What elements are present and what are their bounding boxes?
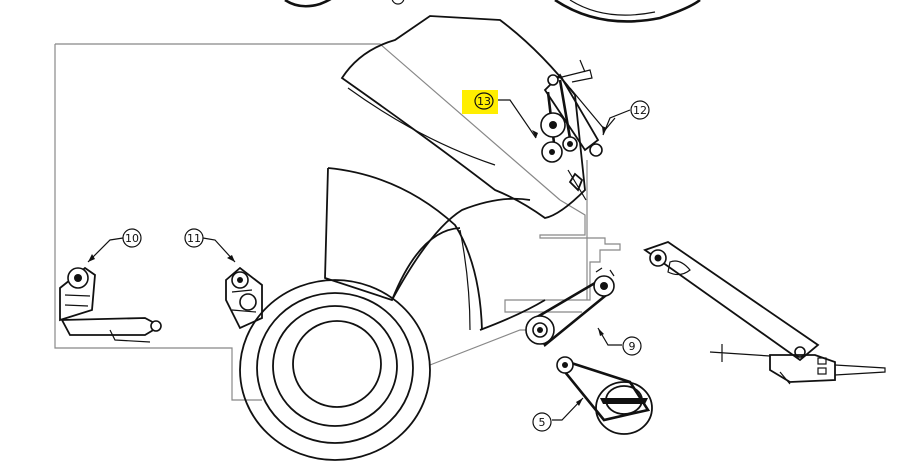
callout-10-label: 10 <box>125 232 139 245</box>
tensioner-assembly-10 <box>59 266 162 343</box>
callout-11: 11 <box>184 228 204 248</box>
upper-hood <box>340 15 586 219</box>
callout-12-label: 12 <box>633 104 647 117</box>
main-wheel <box>239 279 431 461</box>
tensioner-assembly-11 <box>225 266 263 330</box>
chain-drive-9 <box>525 267 615 348</box>
tensioner-assembly-13 <box>540 59 616 201</box>
lever-arm-assembly <box>643 241 886 385</box>
top-partial-wheel <box>284 0 701 23</box>
callout-13: 13 <box>462 90 498 114</box>
rotor-guard <box>324 167 546 331</box>
callout-leaders <box>87 99 631 421</box>
callout-5-label: 5 <box>539 416 546 429</box>
callout-9: 9 <box>622 336 642 356</box>
callout-12: 12 <box>630 100 650 120</box>
callout-13-label: 13 <box>477 95 491 108</box>
machine-frame-outline <box>54 43 621 401</box>
callout-11-label: 11 <box>187 232 201 245</box>
callout-9-label: 9 <box>629 340 636 353</box>
callout-10: 10 <box>122 228 142 248</box>
callout-5: 5 <box>532 412 552 432</box>
belt-drive-5 <box>556 356 653 435</box>
